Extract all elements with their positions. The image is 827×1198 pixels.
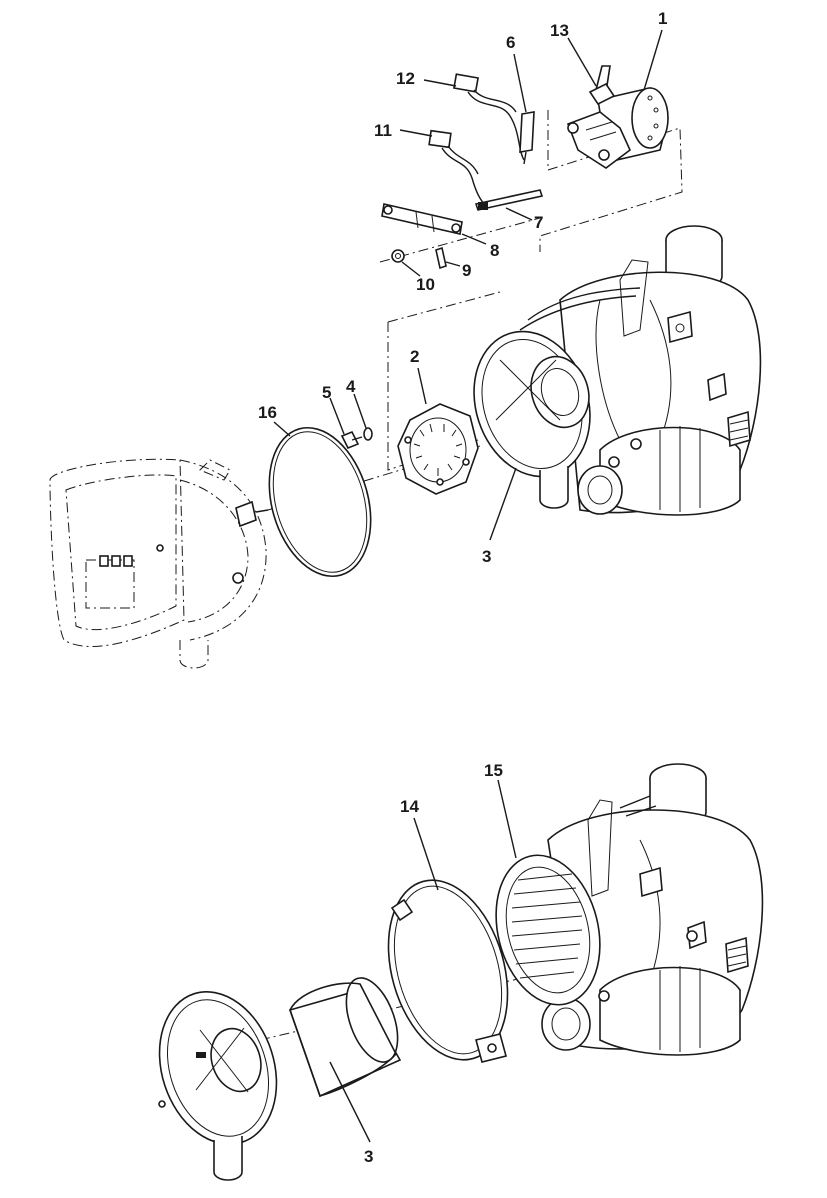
callout-3-bottom: 3 xyxy=(364,1147,373,1166)
callout-5: 5 xyxy=(322,383,331,402)
heater-body-bottom xyxy=(541,763,764,1056)
callout-3-top: 3 xyxy=(482,547,491,566)
callout-11: 11 xyxy=(374,121,392,140)
part-12-connector xyxy=(453,73,525,161)
leader-lines-top xyxy=(273,29,663,541)
blower-housing xyxy=(49,458,269,669)
callout-15: 15 xyxy=(484,761,503,780)
top-assembly: 1 13 6 12 11 7 8 9 10 2 5 4 16 3 xyxy=(49,9,762,669)
callout-13: 13 xyxy=(550,21,569,40)
callout-labels-bottom: 15 14 3 xyxy=(364,761,503,1166)
callout-16: 16 xyxy=(258,403,277,422)
part-7-electrode xyxy=(474,189,544,211)
callout-6: 6 xyxy=(506,33,515,52)
part-4-washer xyxy=(363,427,373,441)
part-5-screw xyxy=(340,430,363,450)
callout-labels-top: 1 13 6 12 11 7 8 9 10 2 5 4 16 3 xyxy=(258,9,667,566)
callout-9: 9 xyxy=(462,261,471,280)
part-15-heat-exchanger-face xyxy=(495,854,601,1006)
part-3-end-cap-tube xyxy=(158,977,402,1181)
part-6-sensor xyxy=(519,111,535,165)
callout-8: 8 xyxy=(490,241,499,260)
callout-14: 14 xyxy=(400,797,419,816)
leader-lines-bottom xyxy=(329,779,517,1143)
heater-body-top xyxy=(473,225,762,516)
part-14-clamp-band xyxy=(387,879,509,1063)
bottom-assembly: 15 14 3 xyxy=(158,761,764,1181)
part-11-connector xyxy=(428,129,487,207)
part-2-gasket xyxy=(397,403,479,495)
callout-10: 10 xyxy=(416,275,435,294)
part-1-burner-head xyxy=(566,65,669,169)
callout-12: 12 xyxy=(396,69,415,88)
part-13-bracket xyxy=(588,82,616,106)
callout-2: 2 xyxy=(410,347,419,366)
part-8-clamp-plate xyxy=(381,203,463,235)
part-9-tab xyxy=(435,246,447,270)
part-16-o-ring xyxy=(268,426,372,578)
part-10-nut xyxy=(391,249,405,263)
callout-7: 7 xyxy=(534,213,543,232)
callout-4: 4 xyxy=(346,377,356,396)
callout-1: 1 xyxy=(658,9,667,28)
